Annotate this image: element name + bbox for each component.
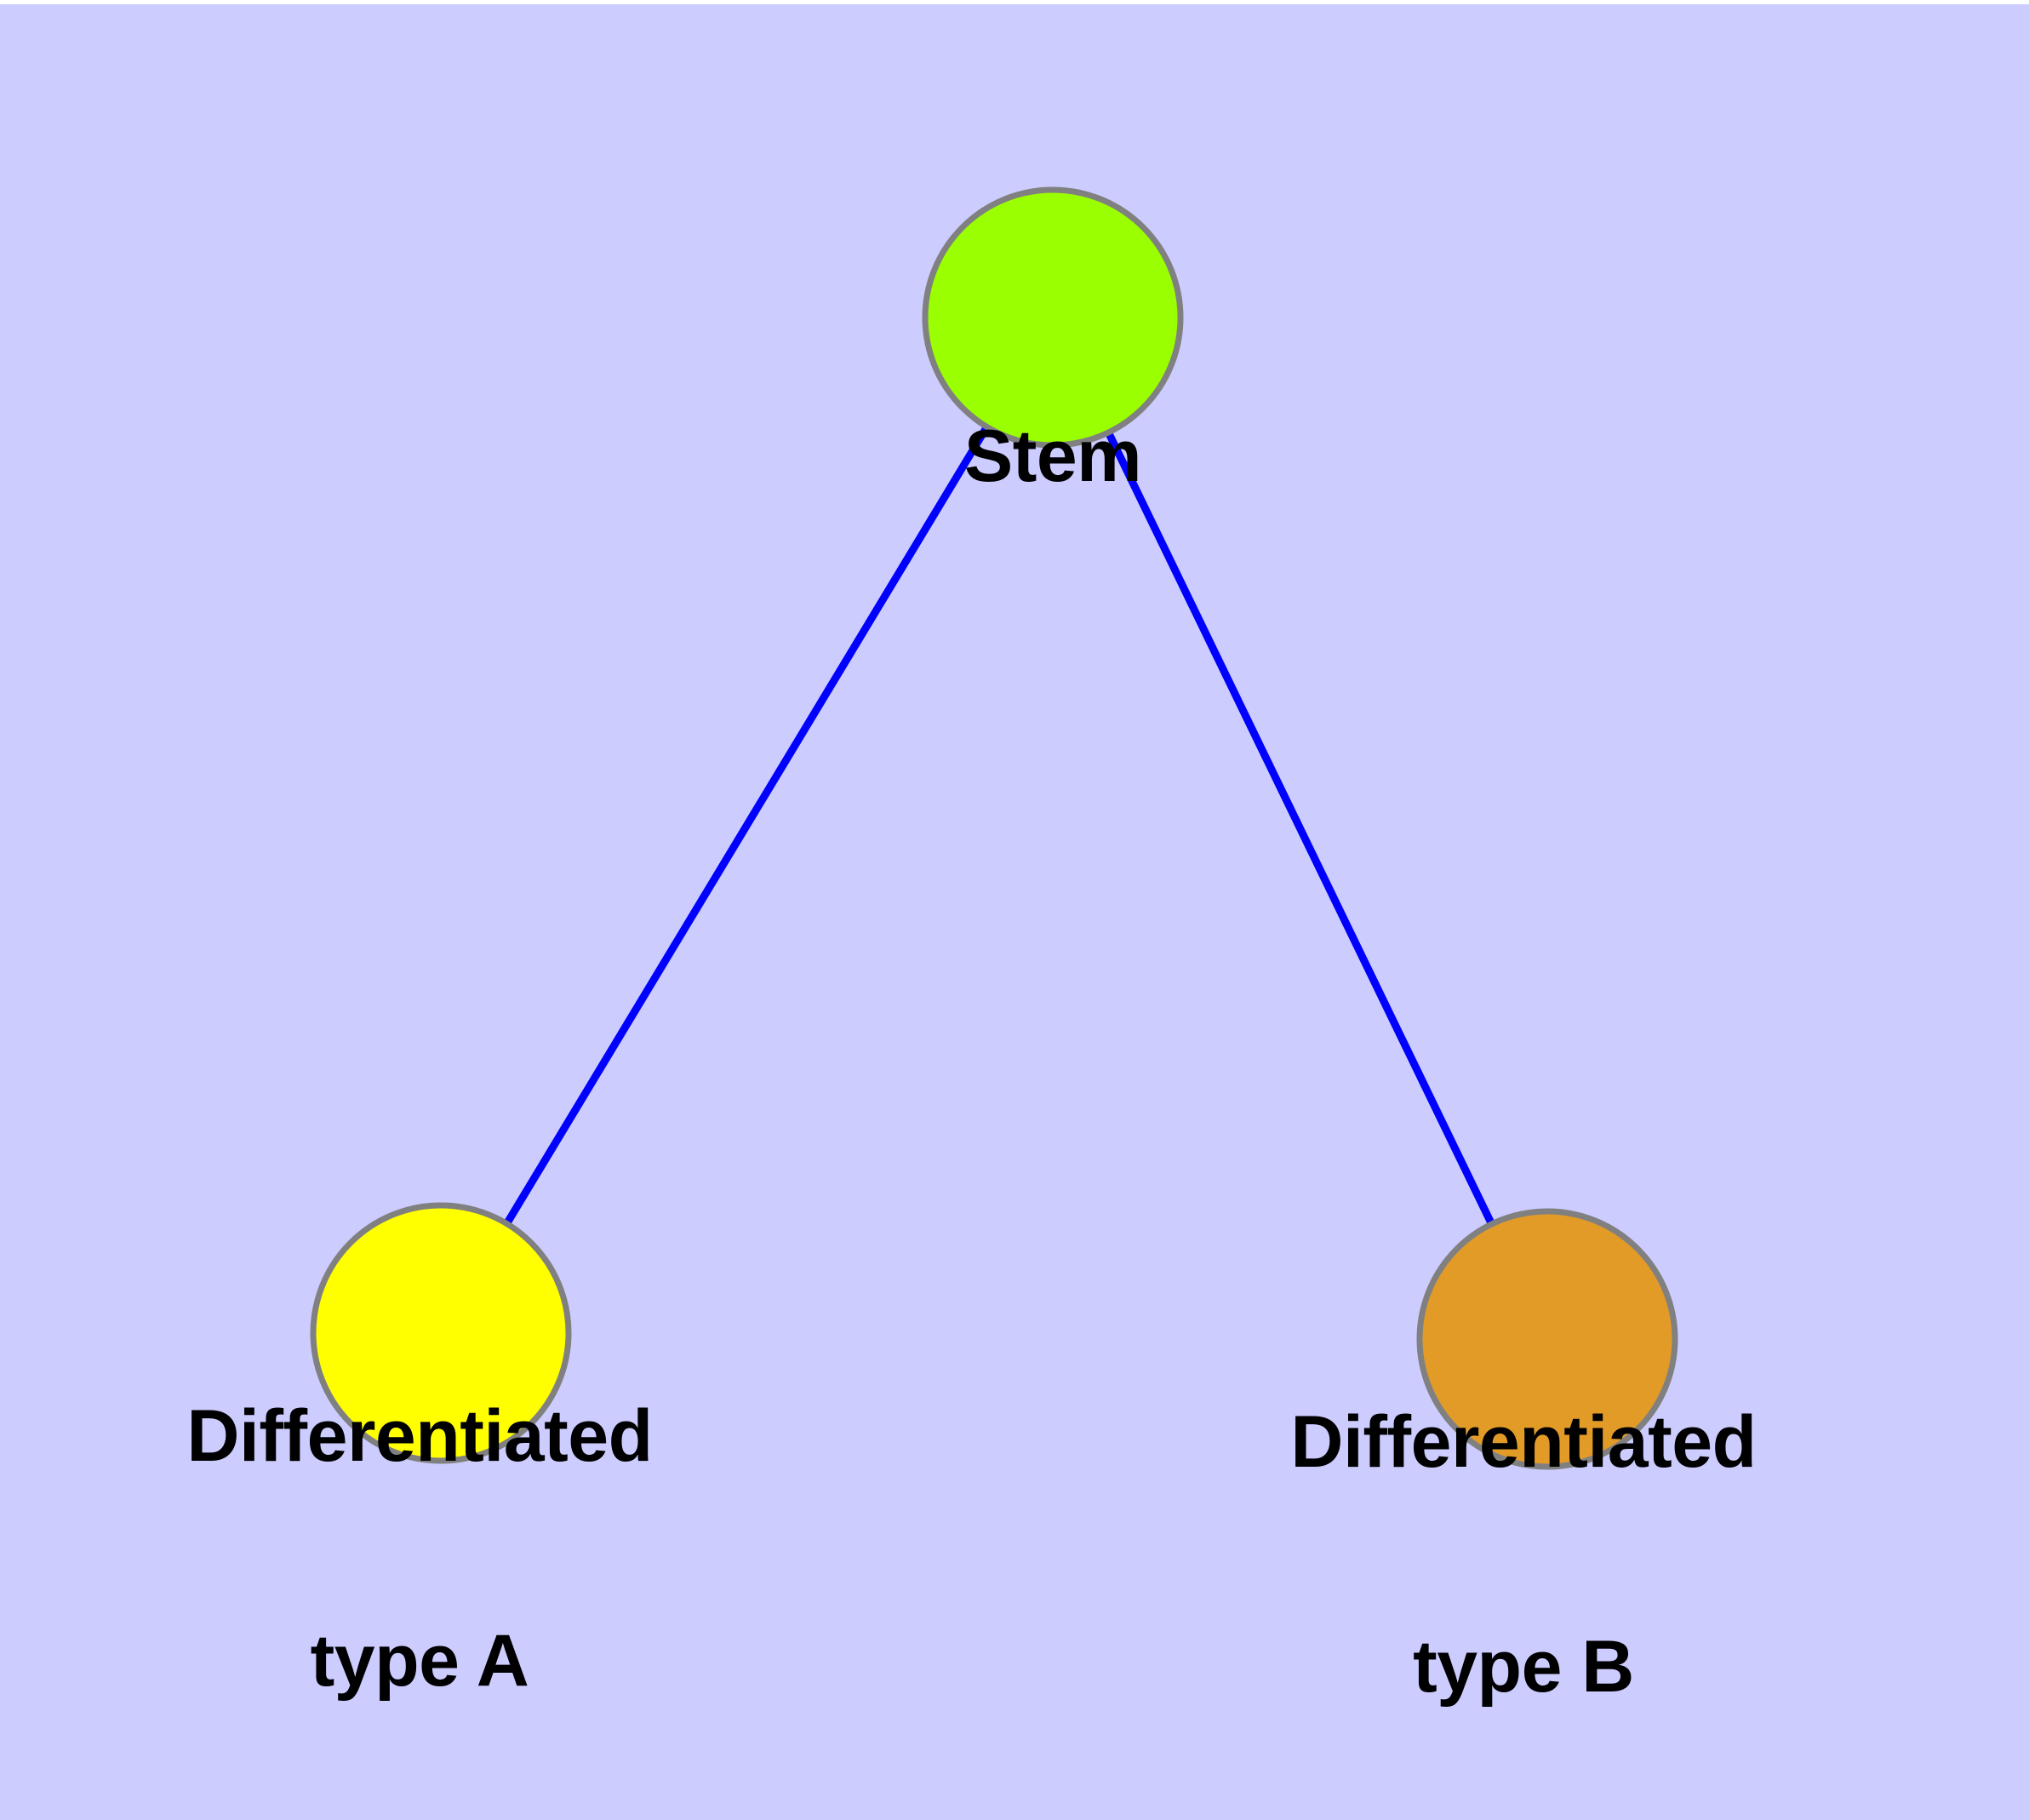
edge-layer: [437, 315, 1552, 1341]
edge-stem-to-differentiated-type-b[interactable]: [1049, 316, 1552, 1341]
node-layer: [310, 186, 1678, 1470]
node-differentiated-type-a[interactable]: [310, 1202, 572, 1464]
node-differentiated-type-b[interactable]: [1416, 1208, 1678, 1470]
node-stem[interactable]: [922, 186, 1184, 449]
edge-stem-to-differentiated-type-a[interactable]: [437, 315, 1056, 1336]
